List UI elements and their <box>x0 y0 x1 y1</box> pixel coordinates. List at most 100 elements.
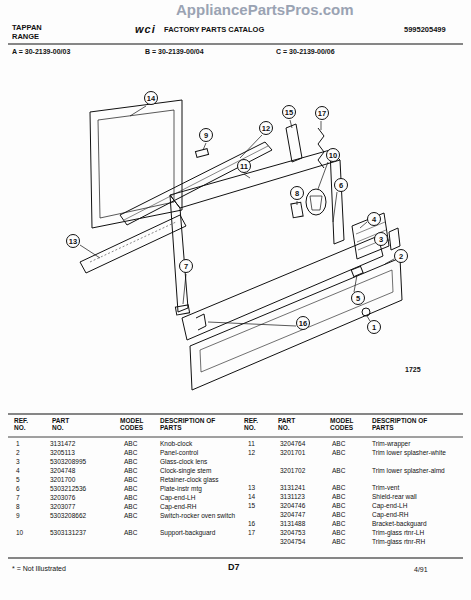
part-description: Bracket-backguard <box>372 521 450 528</box>
model-codes: ABC <box>332 468 345 475</box>
part-number: 3204753 <box>280 530 305 537</box>
callout-number: 11 <box>237 159 251 173</box>
ref-number: 5 <box>16 477 20 484</box>
model-codes: ABC <box>124 513 137 520</box>
callout-number: 9 <box>199 128 213 142</box>
model-codes: ABC <box>332 512 345 519</box>
table-header: DESCRIPTION OF PARTS <box>372 418 432 432</box>
table-header: MODEL CODES <box>120 418 150 432</box>
date-code: 4/91 <box>414 566 428 573</box>
callout-number: 6 <box>334 178 348 192</box>
ref-number: 9 <box>16 513 20 520</box>
ref-number: 12 <box>248 450 255 457</box>
part-number: 3204747 <box>280 512 305 519</box>
brand-name: TAPPAN <box>12 24 42 32</box>
part-description: Panel-control <box>160 450 238 457</box>
table-header: PART NO. <box>52 418 82 432</box>
part-description: Trim-glass rtnr-RH <box>372 539 450 546</box>
model-codes: ABC <box>332 539 345 546</box>
part-description: Switch-rocker oven switch <box>160 513 238 520</box>
part-description: Plate-instr mtg <box>160 486 238 493</box>
part-number: 3204754 <box>280 539 305 546</box>
part-number: 3131488 <box>280 521 305 528</box>
model-codes: ABC <box>332 441 345 448</box>
part-number: 5303208662 <box>50 513 86 520</box>
callout-number: 10 <box>326 148 340 162</box>
part-description: Glass-clock lens <box>160 459 238 466</box>
part-description: Shield-rear wall <box>372 494 450 501</box>
part-description: Cap-end-RH <box>372 512 450 519</box>
part-number: 3203076 <box>50 495 75 502</box>
part-number: 3131123 <box>280 494 305 501</box>
page-number: D7 <box>228 563 240 572</box>
part-number: 3201700 <box>50 477 75 484</box>
model-codes: ABC <box>124 468 137 475</box>
part-description: Trim-wrapper <box>372 441 450 448</box>
part-number: 3201701 <box>280 450 305 457</box>
ref-number: 3 <box>16 459 20 466</box>
part-number: 5303212536 <box>50 486 86 493</box>
model-codes: ABC <box>124 504 137 511</box>
callout-number: 16 <box>296 316 310 330</box>
part-description: Trim-vent <box>372 485 450 492</box>
callout-number: 7 <box>179 259 193 273</box>
ref-number: 13 <box>248 485 255 492</box>
callout-number: 12 <box>259 121 273 135</box>
ref-number: 14 <box>248 494 255 501</box>
model-key: B = 30-2139-00/04 <box>145 48 204 55</box>
model-codes: ABC <box>332 503 345 510</box>
callout-number: 17 <box>315 106 329 120</box>
model-key: A = 30-2139-00/03 <box>12 48 70 55</box>
callout-number: 15 <box>282 105 296 119</box>
table-header: REF. NO. <box>244 418 270 432</box>
catalog-heading: FACTORY PARTS CATALOG <box>164 26 264 34</box>
model-codes: ABC <box>124 441 137 448</box>
part-description: Support-backguard <box>160 530 238 537</box>
model-codes: ABC <box>332 494 345 501</box>
part-description: Trim lower splasher-white <box>372 450 450 457</box>
part-number: 5303131237 <box>50 530 86 537</box>
part-description: Cap-end-LH <box>372 503 450 510</box>
model-codes: ABC <box>124 477 137 484</box>
callout-number: 4 <box>367 212 381 226</box>
part-number: 3131241 <box>280 485 305 492</box>
table-header: PART NO. <box>278 418 308 432</box>
callout-number: 8 <box>290 186 304 200</box>
model-codes: ABC <box>124 530 137 537</box>
product-type: RANGE <box>12 33 39 41</box>
ref-number: 11 <box>248 441 255 448</box>
table-header: REF. NO. <box>14 418 40 432</box>
figure-number: 1725 <box>405 366 421 373</box>
callout-number: 1 <box>367 320 381 334</box>
ref-number: 2 <box>16 450 20 457</box>
ref-number: 7 <box>16 495 20 502</box>
part-number: 3204764 <box>280 441 305 448</box>
part-number: 3131472 <box>50 441 75 448</box>
logo-mark: wci <box>135 24 156 36</box>
model-codes: ABC <box>332 521 345 528</box>
part-description: Clock-single stem <box>160 468 238 475</box>
ref-number: 10 <box>16 530 23 537</box>
table-header: MODEL CODES <box>330 418 360 432</box>
model-codes: ABC <box>124 450 137 457</box>
ref-number: 6 <box>16 486 20 493</box>
ref-number: 4 <box>16 468 20 475</box>
part-description: Cap-end-RH <box>160 504 238 511</box>
part-description: Retainer-clock glass <box>160 477 238 484</box>
model-codes: ABC <box>124 459 137 466</box>
part-description: Cap-end-LH <box>160 495 238 502</box>
part-number: 3203077 <box>50 504 75 511</box>
callout-number: 14 <box>144 91 158 105</box>
model-codes: ABC <box>332 485 345 492</box>
ref-number: 16 <box>248 521 255 528</box>
part-description: Trim lower splasher-almd <box>372 468 450 475</box>
part-number: 3204748 <box>50 468 75 475</box>
ref-number: 15 <box>248 503 255 510</box>
catalog-number: 5995205499 <box>404 26 446 34</box>
table-header: DESCRIPTION OF PARTS <box>160 418 220 432</box>
model-codes: ABC <box>332 450 345 457</box>
part-number: 5303208995 <box>50 459 86 466</box>
callout-number: 3 <box>374 232 388 246</box>
callout-number: 5 <box>351 291 365 305</box>
model-codes: ABC <box>124 495 137 502</box>
